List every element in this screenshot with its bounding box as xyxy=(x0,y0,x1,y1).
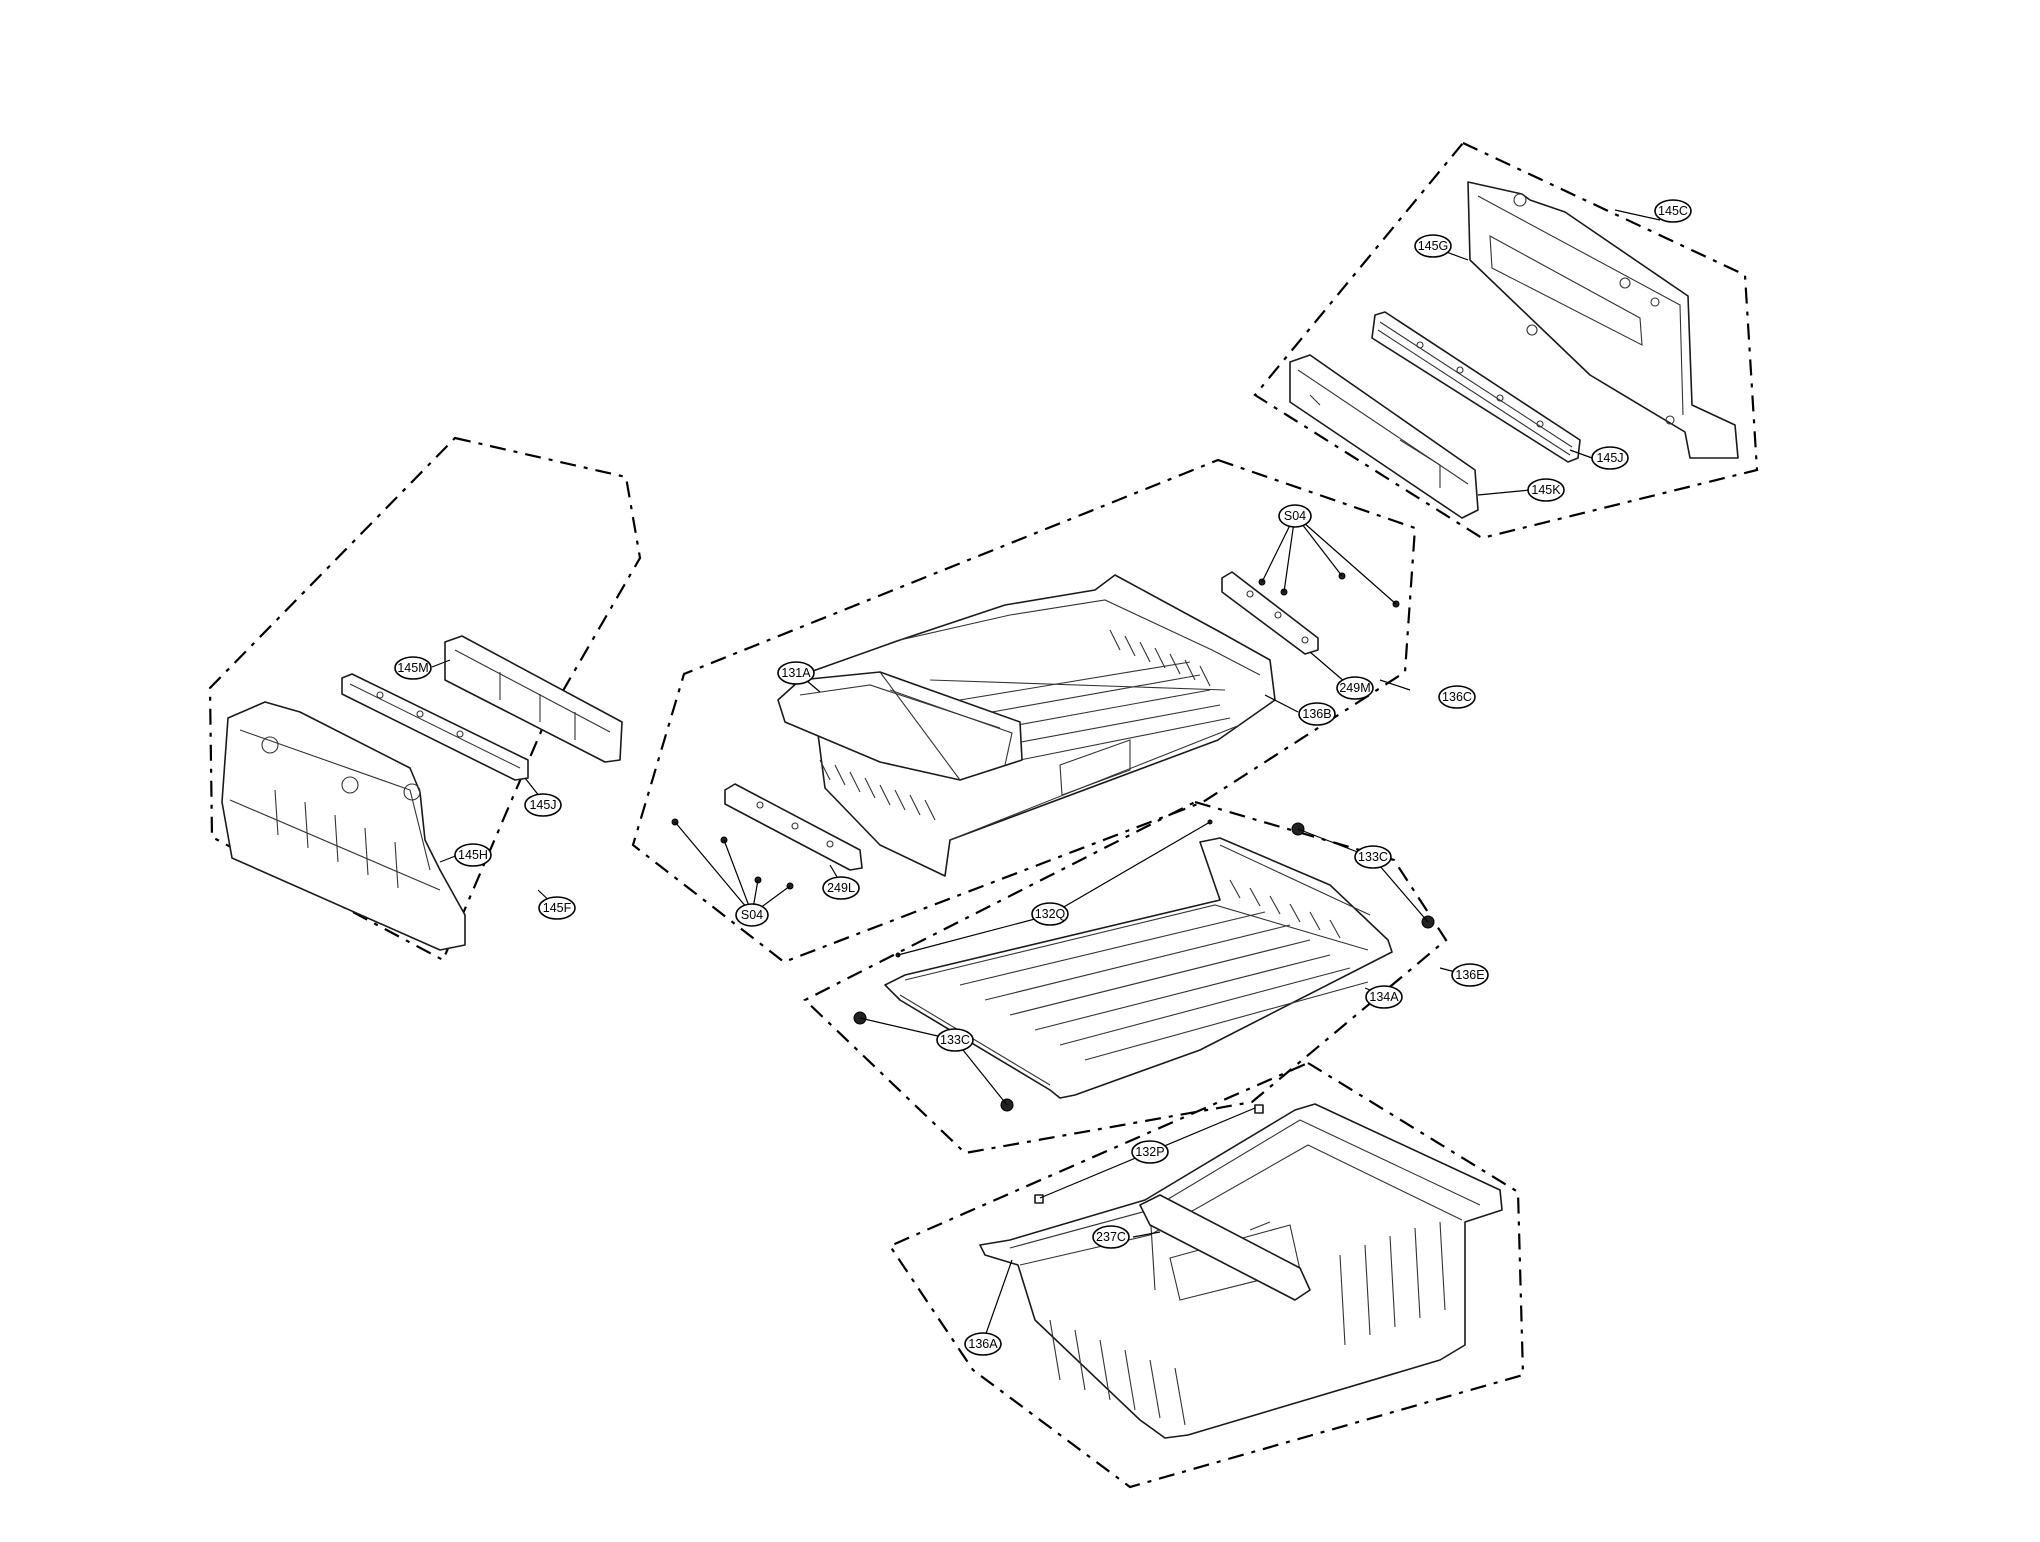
callout-145M: 145M xyxy=(394,656,432,680)
svg-text:S04: S04 xyxy=(741,908,763,922)
svg-text:145H: 145H xyxy=(458,848,488,862)
callout-145C: 145C xyxy=(1654,199,1692,223)
callout-145K: 145K xyxy=(1527,478,1565,502)
group-boundary-136A xyxy=(888,1061,1525,1489)
callout-134A: 134A xyxy=(1365,985,1403,1009)
callout-145F: 145F xyxy=(538,896,576,920)
svg-text:S04: S04 xyxy=(1284,509,1306,523)
callout-145G: 145G xyxy=(1414,234,1452,258)
callout-S04-bottom: S04 xyxy=(735,903,769,927)
slide-rail-145J-right xyxy=(1371,311,1581,463)
callout-249L: 249L xyxy=(822,876,860,900)
svg-text:145K: 145K xyxy=(1531,483,1561,497)
rail-bracket-145H xyxy=(221,701,466,951)
callout-136C: 136C xyxy=(1438,685,1476,709)
svg-text:145J: 145J xyxy=(1596,451,1623,465)
svg-text:237C: 237C xyxy=(1096,1230,1126,1244)
group-boundary-145C xyxy=(1253,141,1759,540)
group-boundary-136C xyxy=(631,458,1417,964)
callout-131A: 131A xyxy=(777,661,815,685)
callout-S04-top: S04 xyxy=(1278,504,1312,528)
screws-S04-top xyxy=(1258,572,1400,608)
callout-136B: 136B xyxy=(1298,702,1336,726)
callout-132Q: 132Q xyxy=(1031,902,1069,926)
callout-136E: 136E xyxy=(1451,963,1489,987)
pins-132P xyxy=(1034,1104,1264,1204)
svg-text:249M: 249M xyxy=(1339,681,1370,695)
shelf-basket-134A xyxy=(884,837,1393,1099)
svg-text:131A: 131A xyxy=(781,666,811,680)
callout-133C-lower: 133C xyxy=(936,1028,974,1052)
callout-136A: 136A xyxy=(964,1332,1002,1356)
rail-cover-145K xyxy=(1289,354,1479,519)
rail-bracket-145G xyxy=(1467,181,1739,459)
callout-145H: 145H xyxy=(454,843,492,867)
svg-text:136C: 136C xyxy=(1442,690,1472,704)
group-boundary-136E xyxy=(803,800,1448,1155)
svg-text:145G: 145G xyxy=(1418,239,1449,253)
svg-text:249L: 249L xyxy=(827,881,855,895)
callout-132P: 132P xyxy=(1131,1140,1169,1164)
bracket-249L xyxy=(724,783,863,871)
group-boundary-145F xyxy=(208,436,642,962)
callout-237C: 237C xyxy=(1092,1225,1130,1249)
bracket-249M xyxy=(1221,571,1319,655)
svg-text:132Q: 132Q xyxy=(1035,907,1066,921)
svg-text:145M: 145M xyxy=(397,661,428,675)
slide-rail-145J-left xyxy=(341,673,529,781)
svg-text:145C: 145C xyxy=(1658,204,1688,218)
drawer-136B xyxy=(809,574,1276,877)
svg-text:134A: 134A xyxy=(1369,990,1399,1004)
svg-text:136E: 136E xyxy=(1455,968,1484,982)
svg-text:136A: 136A xyxy=(968,1337,998,1351)
callout-133C-upper: 133C xyxy=(1354,845,1392,869)
svg-text:133C: 133C xyxy=(940,1033,970,1047)
bin-131A xyxy=(777,671,1023,781)
rail-cover-145M xyxy=(444,635,623,763)
svg-text:145F: 145F xyxy=(543,901,572,915)
leader-lines xyxy=(431,209,1661,1343)
svg-text:132P: 132P xyxy=(1135,1145,1164,1159)
svg-text:133C: 133C xyxy=(1358,850,1388,864)
callout-145J-left: 145J xyxy=(524,793,562,817)
callout-145J-right: 145J xyxy=(1591,446,1629,470)
svg-text:136B: 136B xyxy=(1302,707,1331,721)
callout-249M: 249M xyxy=(1336,676,1374,700)
divider-237C xyxy=(1139,1194,1311,1301)
svg-text:145J: 145J xyxy=(529,798,556,812)
